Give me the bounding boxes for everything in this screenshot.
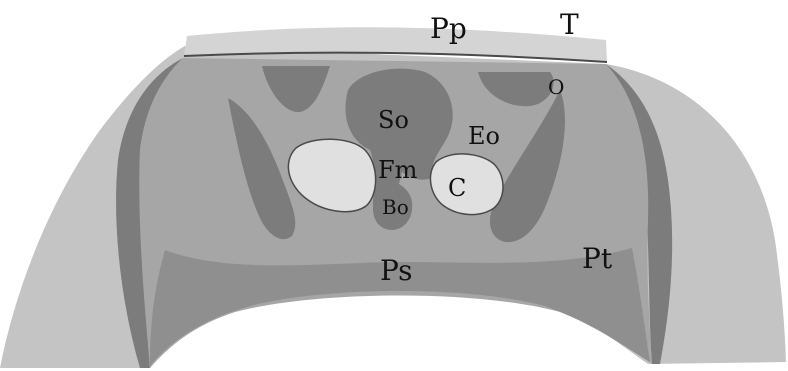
label-C: C <box>448 174 466 202</box>
label-Pt: Pt <box>582 242 613 275</box>
label-T: T <box>560 8 579 41</box>
label-Ps: Ps <box>380 254 412 287</box>
label-So: So <box>378 106 409 134</box>
label-O: O <box>548 75 564 99</box>
label-Pp: Pp <box>430 12 467 45</box>
label-Eo: Eo <box>468 122 500 150</box>
label-Fm: Fm <box>378 156 418 184</box>
label-Bo: Bo <box>382 195 409 219</box>
